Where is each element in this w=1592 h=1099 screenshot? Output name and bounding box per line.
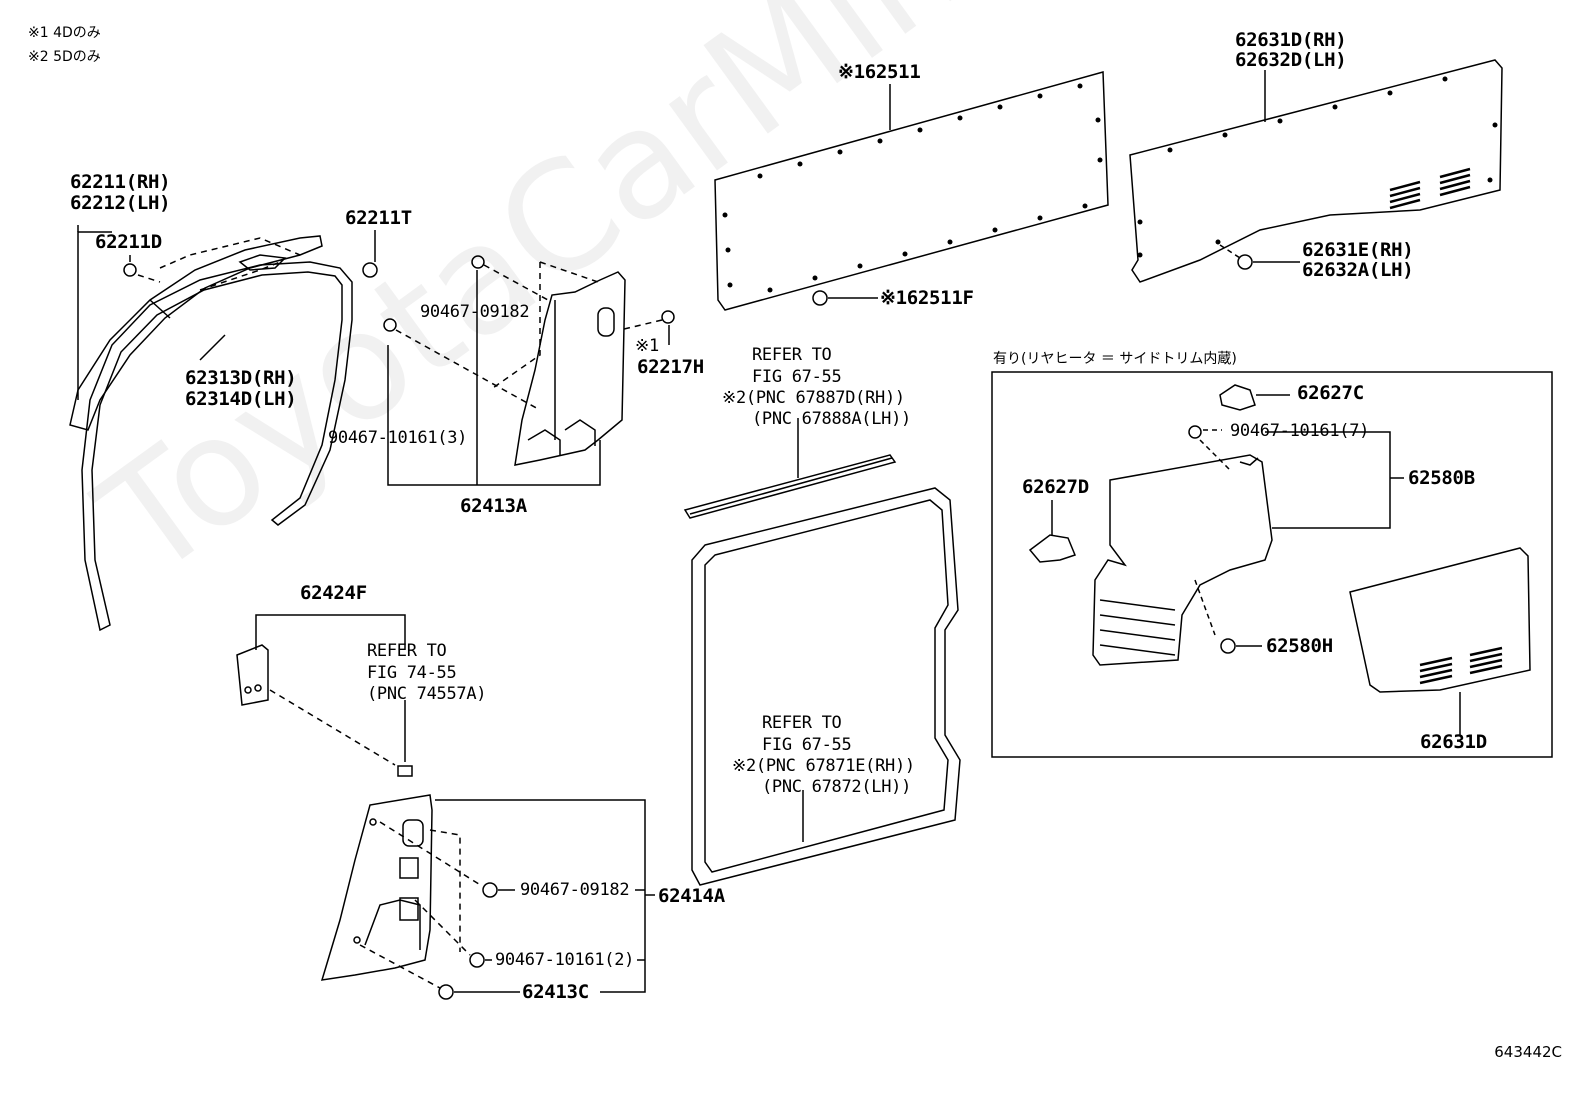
- door-runner-strip-part: [683, 454, 897, 519]
- refer-weatherstrip-line1: REFER TO: [762, 713, 842, 733]
- label-62511: ※162511: [838, 61, 921, 83]
- label-62211t: 62211T: [345, 207, 412, 229]
- label-62211d: 62211D: [95, 231, 162, 253]
- label-62631d-lower: 62631D: [1420, 731, 1487, 753]
- label-62580h: 62580H: [1266, 635, 1333, 657]
- bracket-62424F-part: [236, 644, 269, 706]
- side-panel-62511-part: [714, 71, 1109, 311]
- label-62632d-lh: 62632D(LH): [1235, 49, 1347, 71]
- refer-weatherstrip-line4: (PNC 67872(LH)): [762, 777, 912, 797]
- note-5d-only: ※2 5Dのみ: [28, 49, 101, 65]
- label-90467-09182-upper: 90467-09182: [420, 302, 530, 322]
- label-62627c: 62627C: [1297, 382, 1364, 404]
- door-weatherstrip-part: [81, 261, 353, 632]
- rear-heater-trim-box: [991, 371, 1553, 758]
- label-62511f: ※162511F: [880, 287, 974, 309]
- label-62627d: 62627D: [1022, 476, 1089, 498]
- refer-runner-line1: REFER TO: [752, 345, 832, 365]
- refer-74-line3: (PNC 74557A): [367, 684, 487, 704]
- refer-runner-line2: FIG 67-55: [752, 367, 842, 387]
- label-62632a-lh: 62632A(LH): [1302, 259, 1414, 281]
- label-62217h: 62217H: [637, 356, 704, 378]
- label-62313d-rh: 62313D(RH): [185, 367, 297, 389]
- label-62631e-rh: 62631E(RH): [1302, 239, 1414, 261]
- label-90467-09182-lower: 90467-09182: [520, 880, 630, 900]
- refer-74-line2: FIG 74-55: [367, 663, 457, 683]
- refer-74-line1: REFER TO: [367, 641, 447, 661]
- slide-door-weatherstrip-part: [691, 487, 961, 886]
- box-heading: 有り(リヤヒータ ＝ サイドトリム内蔵): [993, 351, 1237, 367]
- label-62580b: 62580B: [1408, 467, 1475, 489]
- label-90467-10161-7: 90467-10161(7): [1230, 421, 1370, 441]
- label-62413c: 62413C: [522, 981, 589, 1003]
- lower-quarter-trim-part: [320, 794, 433, 981]
- refer-weatherstrip-line2: FIG 67-55: [762, 735, 852, 755]
- note-4d-only: ※1 4Dのみ: [28, 25, 101, 41]
- label-62211-rh: 62211(RH): [70, 171, 171, 193]
- label-90467-10161-2: 90467-10161(2): [495, 950, 635, 970]
- refer-weatherstrip-line3: ※2(PNC 67871E(RH)): [732, 756, 915, 776]
- label-62217h-mark: ※1: [635, 336, 659, 356]
- side-panel-62631D-part: [1129, 59, 1503, 283]
- label-62631d-rh: 62631D(RH): [1235, 29, 1347, 51]
- refer-runner-line3: ※2(PNC 67887D(RH)): [722, 388, 905, 408]
- label-62314d-lh: 62314D(LH): [185, 388, 297, 410]
- label-62413a: 62413A: [460, 495, 527, 517]
- label-90467-10161-3: 90467-10161(3): [328, 428, 468, 448]
- side-panel-62631D-lower-part: [1349, 547, 1531, 693]
- label-62212-lh: 62212(LH): [70, 192, 171, 214]
- label-62424f: 62424F: [300, 582, 367, 604]
- figure-code: 643442C: [1494, 1043, 1562, 1061]
- rear-heater-trim-62580B-part: [1092, 454, 1273, 666]
- refer-runner-line4: (PNC 67888A(LH)): [752, 409, 911, 429]
- center-pillar-trim-part: [514, 271, 626, 466]
- label-62414a: 62414A: [658, 885, 725, 907]
